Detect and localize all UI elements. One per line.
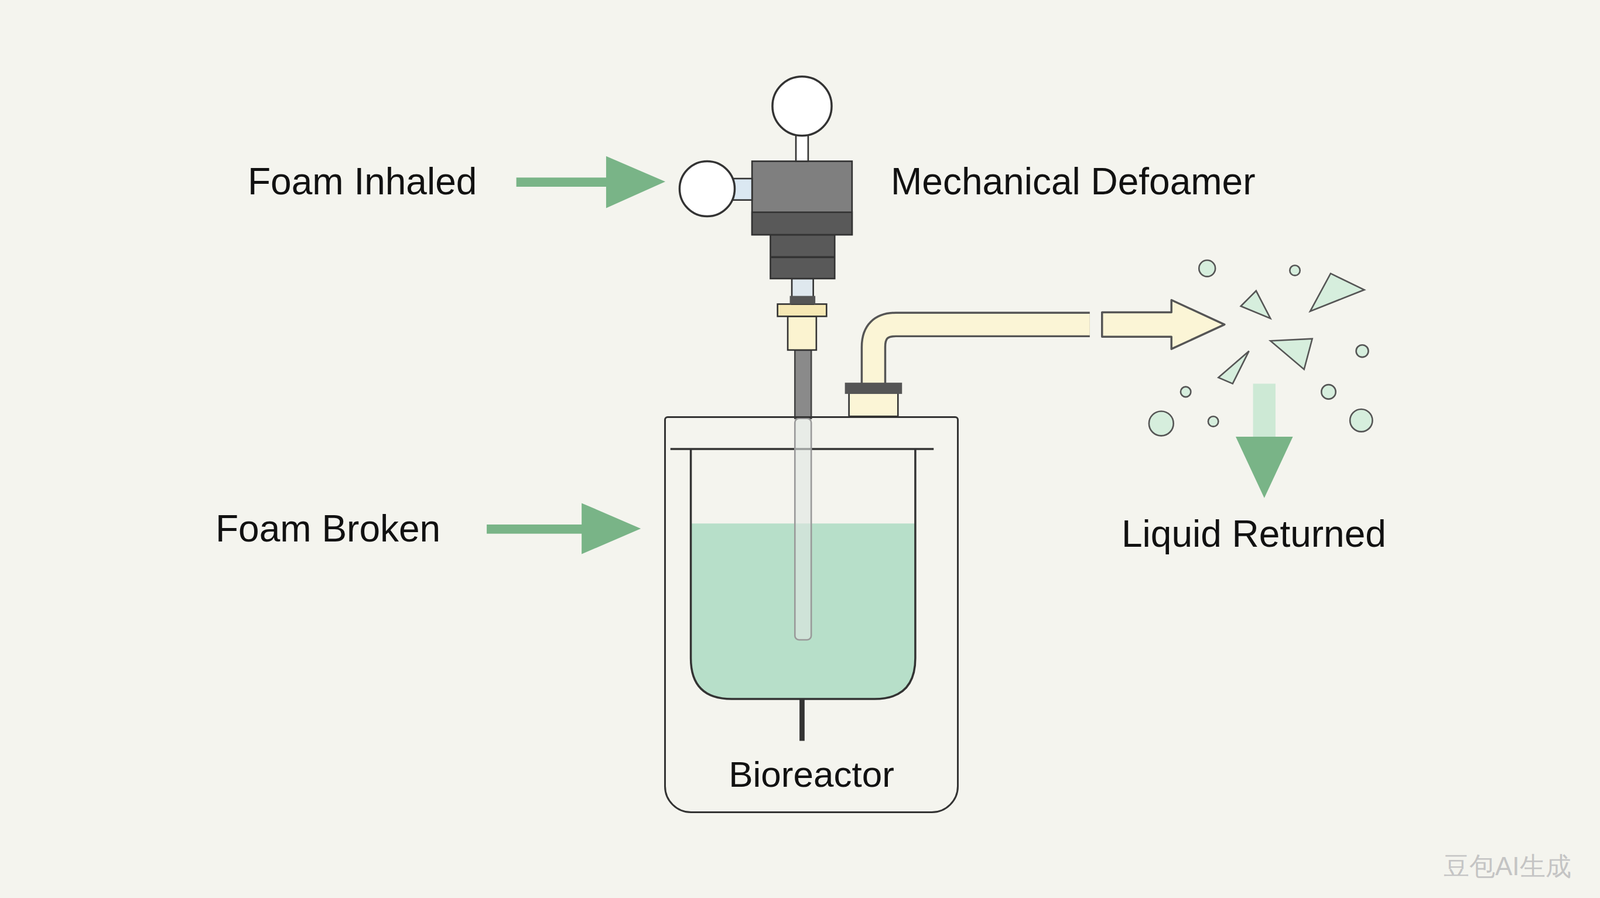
- node-title: Bioreactor: [665, 753, 957, 796]
- callout-label: Foam Inhaled: [247, 159, 477, 204]
- part-name: Mechanical Defoamer: [890, 159, 1256, 204]
- watermark: 豆包AI生成: [1443, 849, 1572, 885]
- bioreactor-vessel: Bioreactor: [664, 416, 959, 814]
- callout-label: Foam Broken: [215, 507, 441, 551]
- callout-label: Liquid Returned: [1121, 512, 1387, 556]
